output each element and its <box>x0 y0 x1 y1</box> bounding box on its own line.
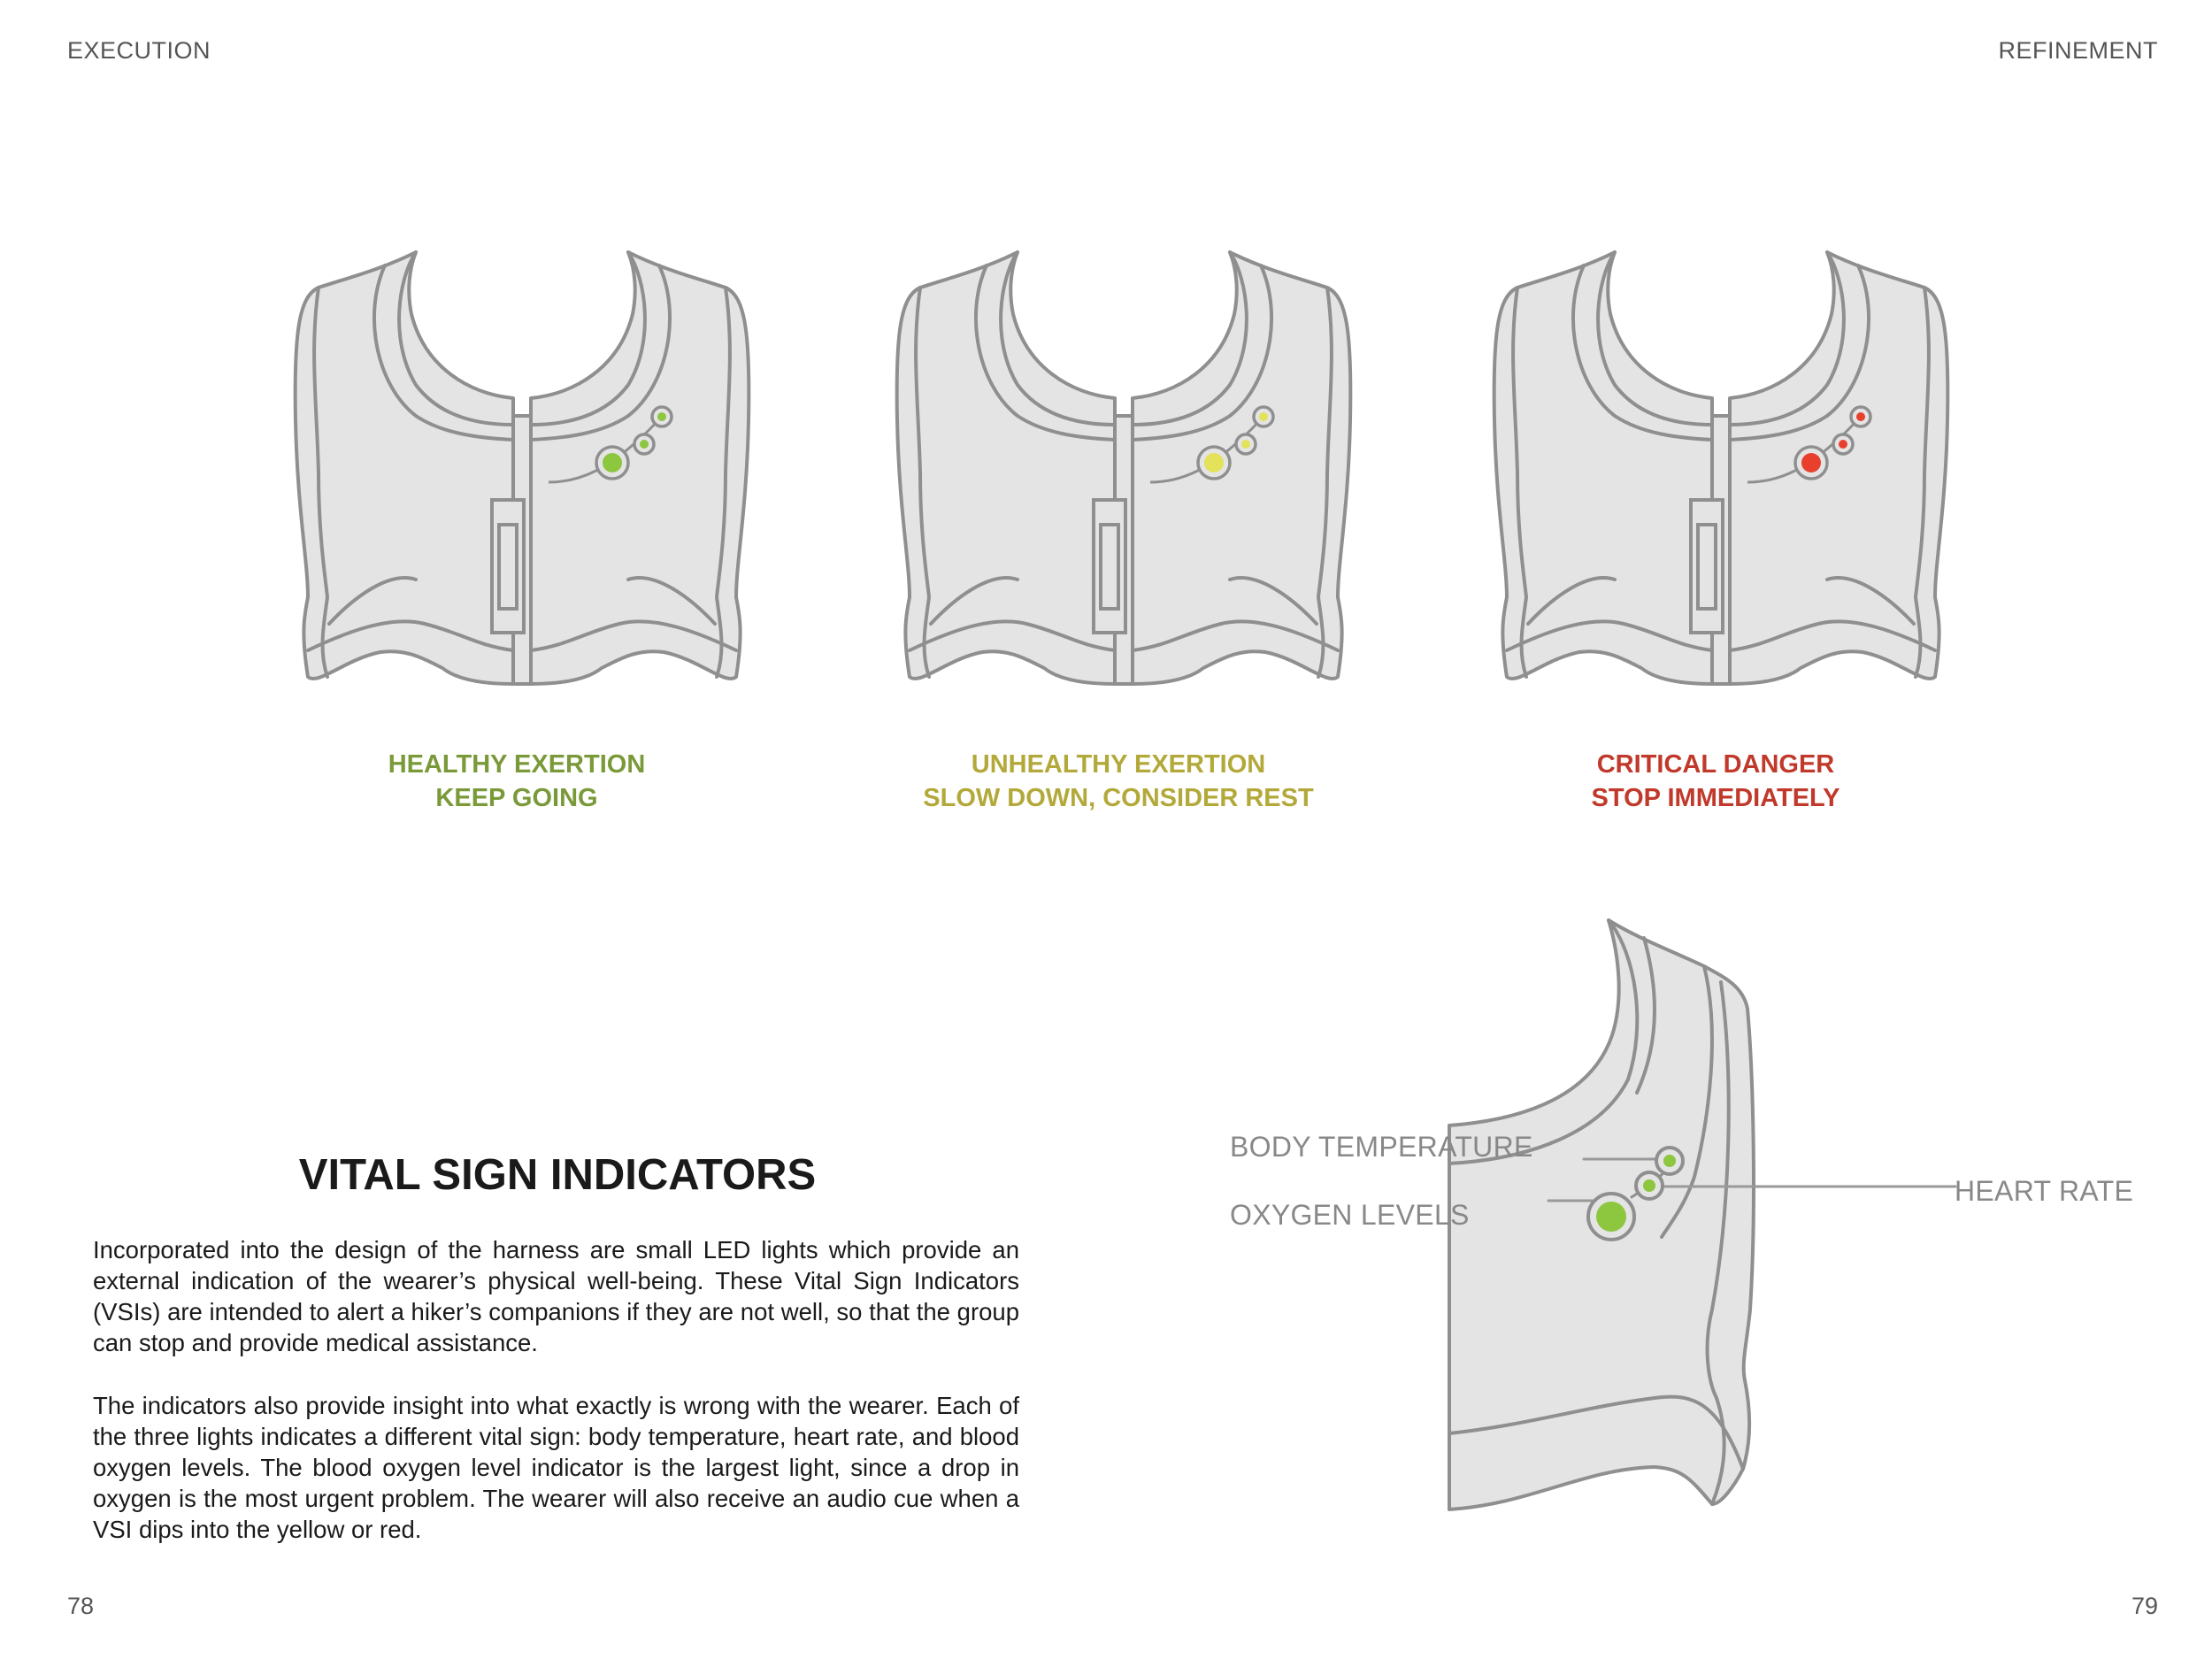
header-left: EXECUTION <box>67 37 211 64</box>
vest-illustration-healthy <box>293 250 751 686</box>
status-advice: KEEP GOING <box>435 784 598 812</box>
status-label-critical: CRITICAL DANGER STOP IMMEDIATELY <box>1441 748 1990 815</box>
heart-rate-led-light <box>1839 440 1847 449</box>
vest-side-view-diagram <box>1448 918 1957 1511</box>
page-number-right: 79 <box>2131 1593 2158 1619</box>
oxygen-led-light <box>1596 1202 1626 1232</box>
body-temperature-led-light <box>1259 412 1268 421</box>
vest-illustration-unhealthy <box>895 250 1353 686</box>
header-right: REFINEMENT <box>1998 37 2158 64</box>
heart-rate-led-light <box>1643 1179 1655 1192</box>
callout-heart-rate: HEART RATE <box>1955 1175 2134 1207</box>
body-temperature-led-light <box>1856 412 1865 421</box>
body-paragraph-2: The indicators also provide insight into… <box>93 1392 1019 1543</box>
oxygen-led-light <box>1801 453 1821 472</box>
status-title: UNHEALTHY EXERTION <box>971 750 1266 779</box>
oxygen-led-light <box>1204 453 1224 472</box>
body-paragraph-1: Incorporated into the design of the harn… <box>93 1236 1019 1356</box>
status-title: HEALTHY EXERTION <box>388 750 646 779</box>
callout-oxygen-levels: OXYGEN LEVELS <box>1230 1199 1470 1231</box>
section-title: VITAL SIGN INDICATORS <box>298 1151 817 1199</box>
status-title: CRITICAL DANGER <box>1596 750 1835 779</box>
body-temperature-led-light <box>657 412 666 421</box>
heart-rate-led-light <box>640 440 649 449</box>
body-temperature-led-light <box>1663 1155 1676 1167</box>
status-advice: SLOW DOWN, CONSIDER REST <box>923 784 1314 812</box>
heart-rate-led-light <box>1241 440 1250 449</box>
status-advice: STOP IMMEDIATELY <box>1591 784 1840 812</box>
side-leds <box>1586 1146 1685 1241</box>
status-label-unhealthy: UNHEALTHY EXERTION SLOW DOWN, CONSIDER R… <box>844 748 1393 815</box>
page-number-left: 78 <box>67 1593 95 1619</box>
vest-illustration-critical <box>1492 250 1950 686</box>
callout-body-temperature: BODY TEMPERATURE <box>1230 1131 1533 1163</box>
oxygen-led-light <box>603 453 622 472</box>
status-label-healthy: HEALTHY EXERTION KEEP GOING <box>242 748 791 815</box>
